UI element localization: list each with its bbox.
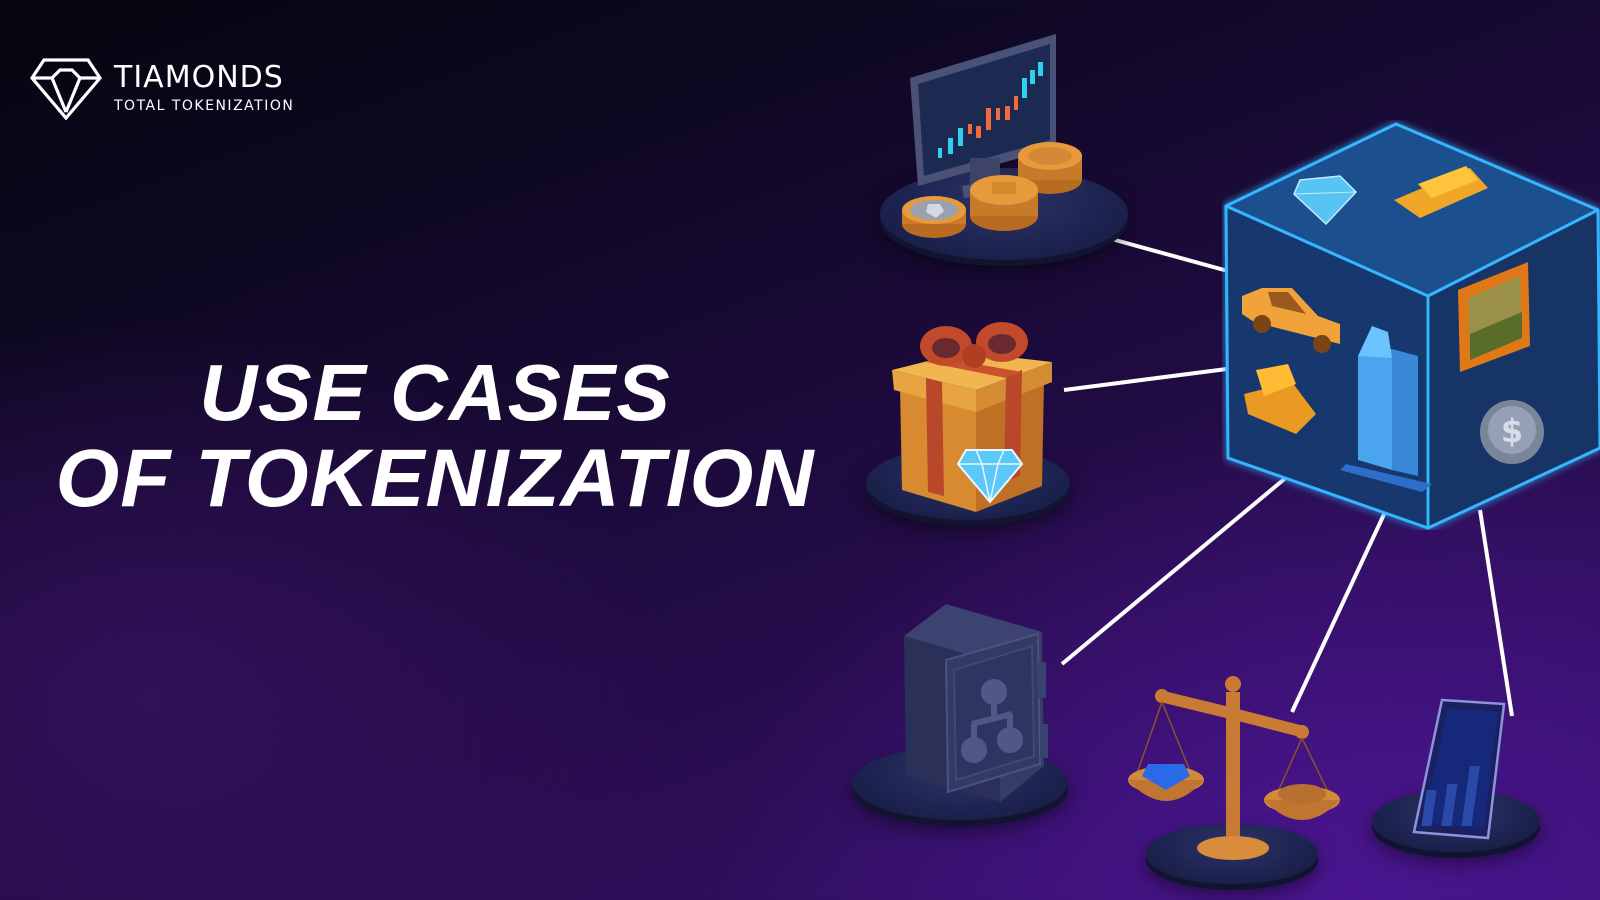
gift-box-with-diamond bbox=[866, 316, 1076, 536]
diamond-icon bbox=[1293, 175, 1358, 226]
gift-icon bbox=[892, 322, 1052, 512]
painting-icon bbox=[1458, 262, 1530, 372]
diamond-outline-icon bbox=[30, 58, 102, 120]
brand-name: TIAMONDS bbox=[114, 60, 284, 95]
smartphone-chart bbox=[1372, 694, 1542, 864]
trading-chart-icon bbox=[902, 34, 1082, 238]
scale-icon bbox=[1128, 676, 1340, 860]
cube-illustration: $ bbox=[1224, 122, 1600, 530]
page-title: USE CASES OF TOKENIZATION bbox=[0, 350, 870, 522]
car-icon bbox=[1242, 288, 1340, 353]
phone-chart-icon bbox=[1412, 698, 1506, 840]
title-line-2: OF TOKENIZATION bbox=[55, 433, 815, 524]
connector-phone bbox=[1478, 509, 1514, 717]
svg-text:$: $ bbox=[1501, 412, 1523, 450]
vault-icon bbox=[904, 604, 1048, 802]
dollar-coin-icon: $ bbox=[1480, 400, 1544, 464]
title-line-1: USE CASES bbox=[199, 348, 671, 437]
brand-tagline: TOTAL TOKENIZATION bbox=[114, 98, 295, 114]
gold-bar-icon bbox=[1394, 166, 1488, 218]
tokenization-cube: $ bbox=[1222, 120, 1600, 530]
safe-vault bbox=[850, 596, 1076, 832]
brand-logo[interactable]: TIAMONDS TOTAL TOKENIZATION bbox=[30, 56, 294, 120]
building-icon bbox=[1340, 326, 1432, 492]
gold-bar-icon bbox=[1244, 364, 1316, 434]
balance-scale bbox=[1128, 672, 1342, 892]
trading-monitor-with-coins bbox=[880, 28, 1130, 268]
